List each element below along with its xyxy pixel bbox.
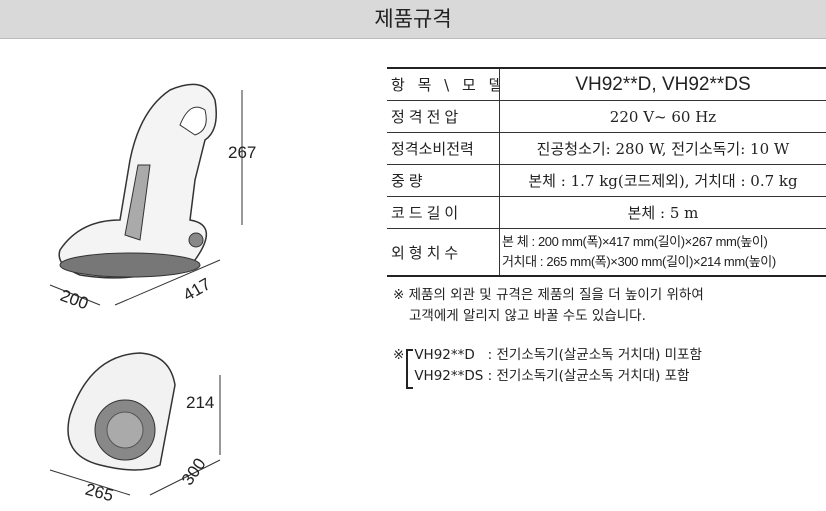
sterilizer-stand-illustration [49, 352, 221, 496]
notice-specs-change: ※ 제품의 외관 및 규격은 제품의 질을 더 높이기 위하여 고객에게 알리지… [393, 287, 704, 324]
page-title: 제품규격 [0, 0, 826, 39]
stand-height-label: 214 [186, 393, 215, 412]
body-height-label: 267 [228, 143, 257, 162]
vacuum-body-illustration [49, 83, 243, 306]
